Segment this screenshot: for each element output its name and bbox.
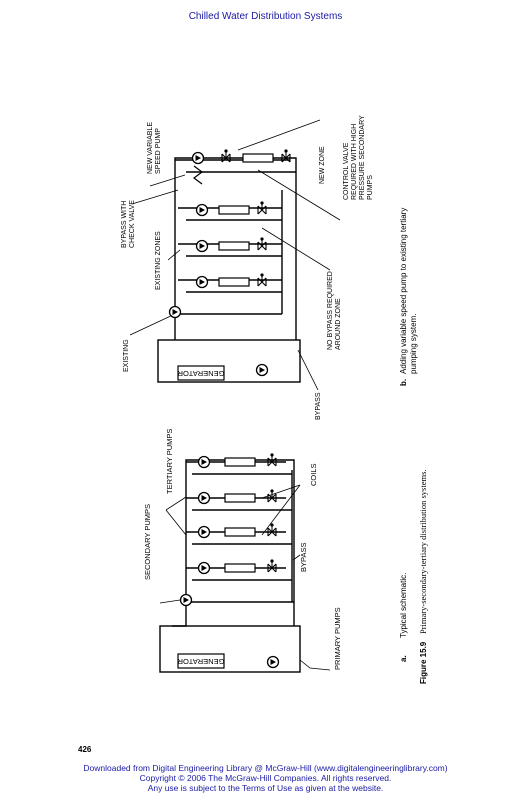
footer: Downloaded from Digital Engineering Libr… [0, 763, 531, 793]
panel-b-letter: b. [399, 379, 408, 386]
new-zone-label: NEW ZONE [319, 146, 326, 184]
control-valve-label-line1: CONTROL VALVE [343, 142, 350, 200]
secondary-pumps-label: SECONDARY PUMPS [143, 504, 152, 580]
figure-caption: Primary-secondary-tertiary distribution … [418, 469, 428, 634]
tertiary-pump-icon [197, 561, 211, 575]
tertiary-pump-icon [195, 275, 209, 289]
control-valve-icon [267, 452, 277, 467]
tertiary-pump-icon [197, 455, 211, 469]
control-valve-icon [257, 200, 267, 215]
coil-icon [218, 277, 250, 287]
running-header: Chilled Water Distribution Systems [188, 11, 343, 22]
control-valve-icon [257, 236, 267, 251]
footer-terms: Any use is subject to the Terms of Use a… [147, 783, 384, 793]
coil-icon [242, 153, 274, 163]
tertiary-pump-icon [195, 203, 209, 217]
no-bypass-label-line2: AROUND ZONE [335, 298, 342, 350]
panel-a-caption: Typical schematic. [399, 573, 408, 638]
tertiary-pump-icon [195, 239, 209, 253]
coil-icon [218, 241, 250, 251]
panel-b-caption-line1: Adding variable speed pump to existing t… [399, 208, 408, 374]
tertiary-pump-icon [197, 525, 211, 539]
bypass-check-label-line2: CHECK VALVE [129, 200, 136, 248]
panel-a-letter: a. [399, 655, 408, 662]
control-valve-label-line4: PUMPS [367, 175, 374, 200]
control-valve-icon [257, 272, 267, 287]
panel-b-caption-line2: pumping system. [409, 314, 418, 374]
control-valve-label-line2: REQUIRED WITH HIGH [351, 124, 358, 200]
primary-pumps-label: PRIMARY PUMPS [333, 607, 342, 670]
secondary-pump-icon [179, 593, 193, 607]
figure-label: Figure 15.9 [419, 641, 428, 684]
coil-icon [224, 457, 256, 467]
tertiary-pumps-label: TERTIARY PUMPS [165, 429, 174, 494]
new-pump-label-line2: SPEED PUMP [155, 128, 162, 174]
control-valve-icon [267, 488, 277, 503]
secondary-pump-icon [168, 305, 182, 319]
primary-pump-icon [266, 655, 280, 669]
new-pump-label-line1: NEW VARIABLE [147, 122, 154, 174]
page-number: 426 [78, 745, 92, 754]
footer-download-link[interactable]: Downloaded from Digital Engineering Libr… [83, 763, 448, 773]
existing-zones-label: EXISTING ZONES [155, 231, 162, 290]
panel-b-bypass-label: BYPASS [315, 392, 322, 420]
control-valve-label-line3: PRESSURE SECONDARY [359, 115, 366, 200]
existing-label: EXISTING [123, 339, 130, 372]
coil-icon [224, 527, 256, 537]
bypass-check-label-line1: BYPASS WITH [121, 201, 128, 248]
new-variable-speed-pump-icon [191, 151, 205, 165]
panel-a-generator-label: GENERATOR [177, 657, 224, 666]
panel-b-generator-label: GENERATOR [177, 369, 224, 378]
tertiary-pump-icon [197, 491, 211, 505]
coils-label: COILS [309, 463, 318, 486]
primary-pump-icon [255, 363, 269, 377]
footer-copyright: Copyright © 2006 The McGraw-Hill Compani… [139, 773, 392, 783]
no-bypass-label-line1: NO BYPASS REQUIRED [327, 271, 334, 350]
coil-icon [218, 205, 250, 215]
coil-icon [224, 563, 256, 573]
coil-icon [224, 493, 256, 503]
control-valve-icon [267, 558, 277, 573]
bypass-label: BYPASS [299, 543, 308, 572]
